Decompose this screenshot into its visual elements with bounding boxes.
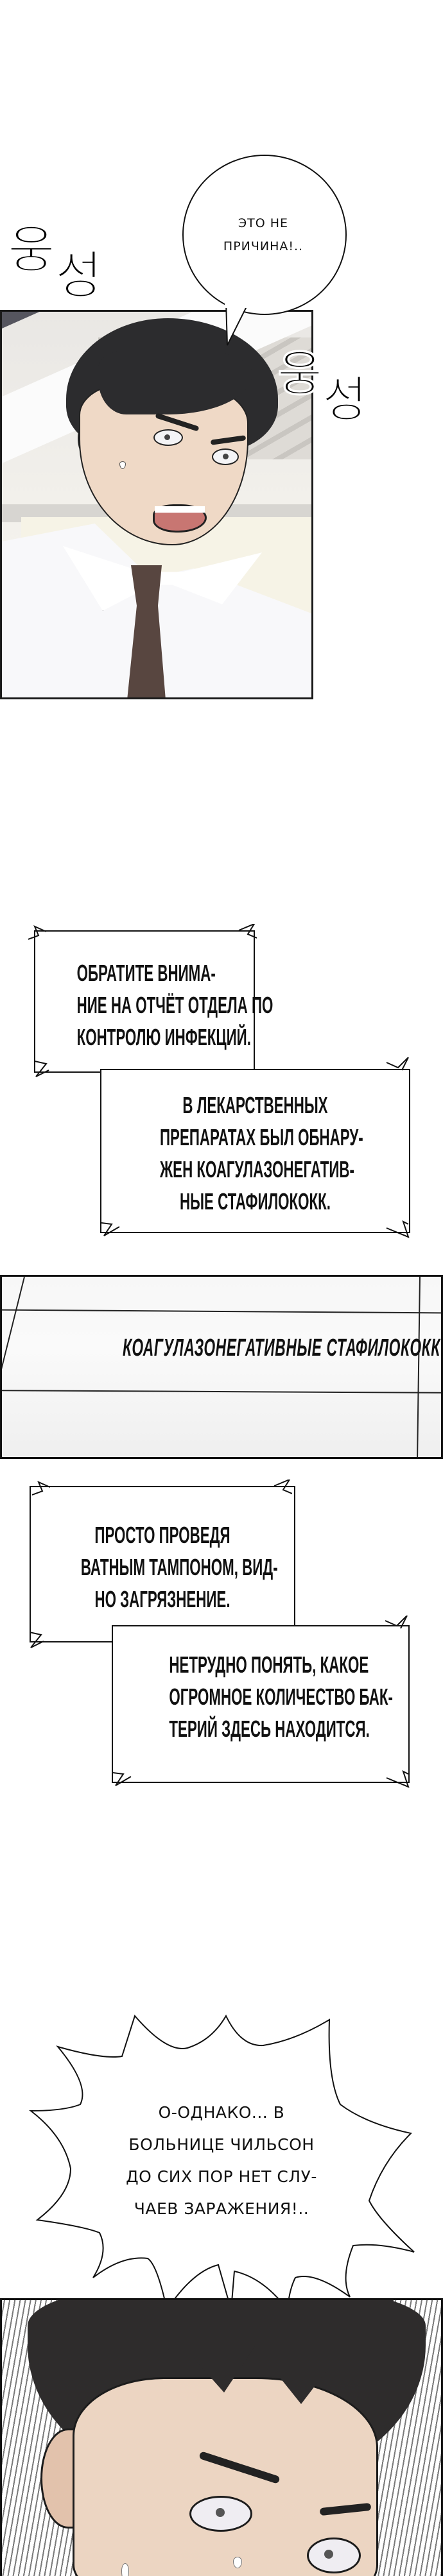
- caption-spike-icon: [30, 1632, 44, 1648]
- character-open-mouth: [153, 504, 207, 533]
- caption-spike-icon: [101, 1222, 120, 1236]
- caption-line: НИЕ НА ОТЧЁТ ОТДЕЛА ПО: [76, 992, 274, 1018]
- caption-text: ОБРАТИТЕ ВНИМА- НИЕ НА ОТЧЁТ ОТДЕЛА ПО К…: [76, 957, 274, 1053]
- panel-1-shouting-man: [0, 310, 313, 699]
- caption-spike-icon: [28, 925, 47, 940]
- speech-bubble: [182, 155, 347, 315]
- right-pupil: [223, 454, 229, 459]
- speech-line: ДО СИХ ПОР НЕТ СЛУ-: [126, 2167, 317, 2186]
- teeth: [155, 506, 205, 513]
- speech-line: О-ОДНАКО... В: [158, 2103, 285, 2122]
- caption-spike-icon: [238, 924, 257, 939]
- speech-line: БОЛЬНИЦЕ ЧИЛЬСОН: [128, 2135, 315, 2154]
- right-eye: [212, 448, 239, 465]
- caption-line: НО ЗАГРЯЗНЕНИЕ.: [94, 1586, 230, 1612]
- speech-bubble-text: ЭТО НЕ ПРИЧИНА!..: [182, 212, 344, 258]
- label-edge-line: [2, 1309, 441, 1314]
- sfx-murmur-right: 웅성: [277, 349, 368, 424]
- caption-spike-icon: [274, 1480, 292, 1494]
- caption-line: ОГРОМНОЕ КОЛИЧЕСТВО БАК-: [169, 1684, 393, 1710]
- right-eye: [307, 2538, 361, 2573]
- sfx-char: 웅: [277, 345, 323, 402]
- caption-text: ПРОСТО ПРОВЕДЯ ВАТНЫМ ТАМПОНОМ, ВИД- НО …: [80, 1519, 278, 1616]
- left-pupil: [164, 434, 170, 440]
- label-edge-line: [417, 1277, 421, 1457]
- caption-box-1: ОБРАТИТЕ ВНИМА- НИЕ НА ОТЧЁТ ОТДЕЛА ПО К…: [34, 930, 274, 1073]
- caption-spike-icon: [385, 1616, 408, 1629]
- caption-line: ТЕРИЙ ЗДЕСЬ НАХОДИТСЯ.: [169, 1716, 370, 1742]
- caption-spike-icon: [113, 1772, 132, 1786]
- caption-text: НЕТРУДНО ПОНЯТЬ, КАКОЕ ОГРОМНОЕ КОЛИЧЕСТ…: [169, 1649, 393, 1745]
- caption-spike-icon: [32, 1481, 51, 1496]
- starburst-speech-bubble: [29, 2014, 415, 2310]
- caption-line: ПРОСТО ПРОВЕДЯ: [94, 1522, 230, 1548]
- right-pupil: [324, 2550, 333, 2559]
- caption-line: ПРЕПАРАТАХ БЫЛ ОБНАРУ-: [160, 1124, 363, 1150]
- left-eye: [189, 2496, 252, 2532]
- caption-spike-icon: [386, 1220, 410, 1238]
- sweat-drop: [121, 2563, 129, 2576]
- caption-line: НЫЕ СТАФИЛОКОКК.: [180, 1188, 331, 1215]
- sfx-char: 성: [55, 246, 103, 305]
- caption-text: В ЛЕКАРСТВЕННЫХ ПРЕПАРАТАХ БЫЛ ОБНАРУ- Ж…: [160, 1089, 363, 1218]
- panel-3-label-closeup: КОАГУЛАЗОНЕГАТИВНЫЕ СТАФИЛОКОКК: [0, 1275, 443, 1459]
- speech-bubble-tail: [225, 302, 250, 346]
- starburst-text: О-ОДНАКО... В БОЛЬНИЦЕ ЧИЛЬСОН ДО СИХ ПО…: [58, 2097, 385, 2225]
- caption-line: ОБРАТИТЕ ВНИМА-: [76, 960, 216, 986]
- caption-spike-icon: [35, 1061, 49, 1077]
- caption-spike-icon: [386, 1057, 409, 1071]
- speech-line: ПРИЧИНА!..: [223, 239, 304, 253]
- caption-line: НЕТРУДНО ПОНЯТЬ, КАКОЕ: [169, 1651, 369, 1678]
- caption-line: ЖЕН КОАГУЛАЗОНЕГАТИВ-: [160, 1156, 354, 1182]
- caption-spike-icon: [386, 1770, 410, 1788]
- panel-4-shouting-closeup: [0, 2298, 443, 2576]
- caption-line: КОНТРОЛЮ ИНФЕКЦИЙ.: [76, 1024, 251, 1050]
- sfx-murmur-left: 웅성: [8, 224, 103, 302]
- caption-box-3: ПРОСТО ПРОВЕДЯ ВАТНЫМ ТАМПОНОМ, ВИД- НО …: [30, 1486, 295, 1642]
- label-text: КОАГУЛАЗОНЕГАТИВНЫЕ СТАФИЛОКОКК: [123, 1335, 440, 1361]
- left-pupil: [216, 2508, 225, 2517]
- speech-line: ЭТО НЕ: [238, 216, 289, 230]
- sweat-drop: [119, 461, 126, 469]
- label-edge-line: [2, 1390, 441, 1394]
- speech-line: ЧАЕВ ЗАРАЖЕНИЯ!..: [134, 2199, 309, 2218]
- sfx-char: 성: [322, 371, 367, 428]
- label-edge-line: [2, 1277, 25, 1457]
- left-eye: [153, 429, 183, 446]
- caption-box-4: НЕТРУДНО ПОНЯТЬ, КАКОЕ ОГРОМНОЕ КОЛИЧЕСТ…: [112, 1625, 410, 1783]
- sfx-char: 웅: [8, 220, 56, 280]
- caption-line: ВАТНЫМ ТАМПОНОМ, ВИД-: [80, 1554, 278, 1580]
- caption-box-2: В ЛЕКАРСТВЕННЫХ ПРЕПАРАТАХ БЫЛ ОБНАРУ- Ж…: [100, 1069, 410, 1233]
- caption-line: В ЛЕКАРСТВЕННЫХ: [182, 1092, 328, 1118]
